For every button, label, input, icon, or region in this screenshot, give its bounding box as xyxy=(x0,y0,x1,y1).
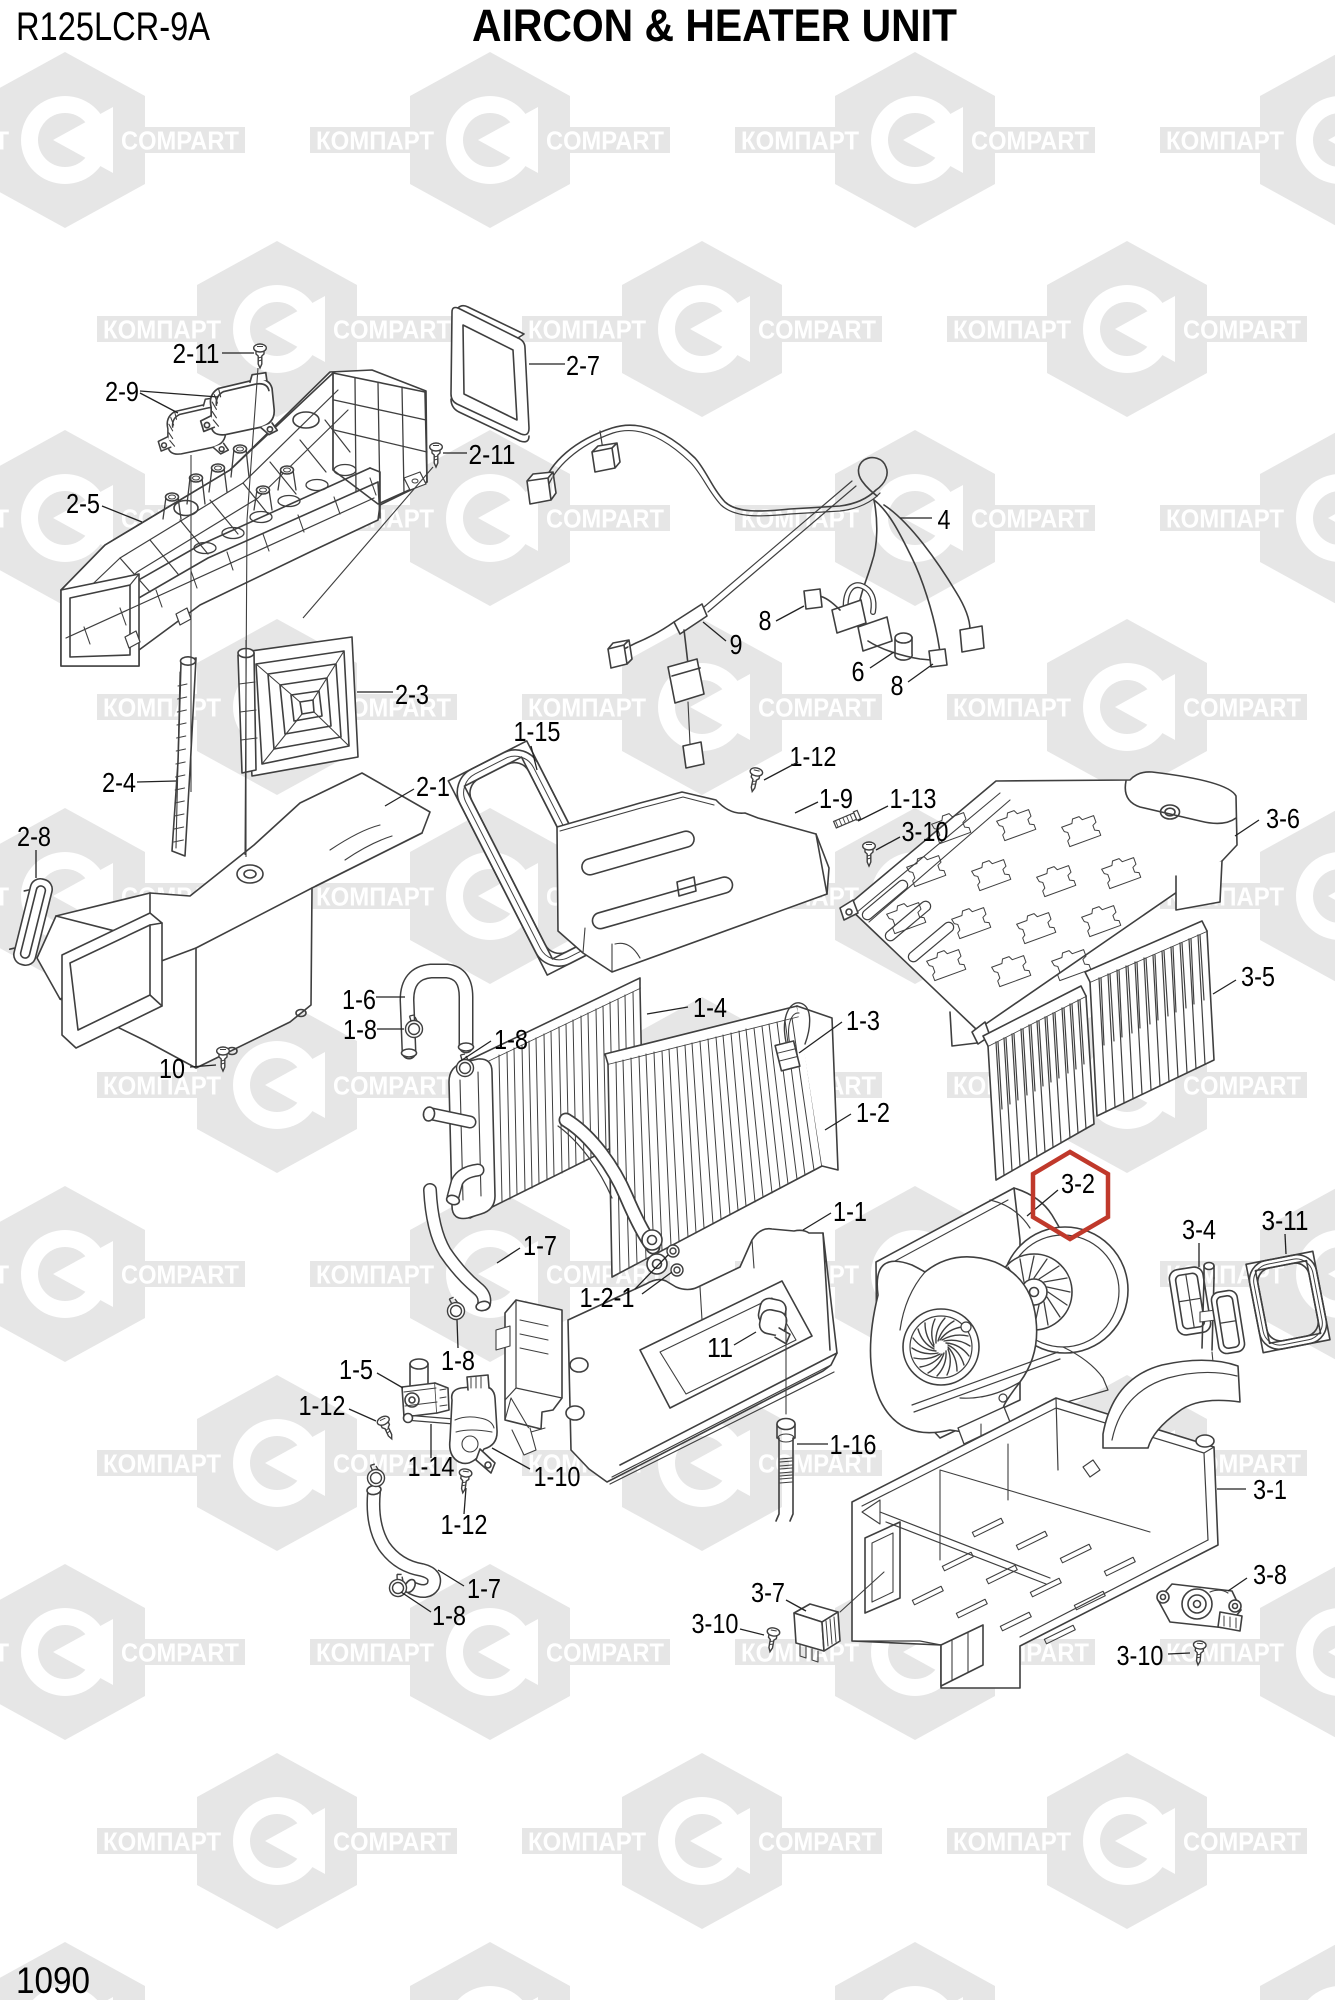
svg-text:2-11: 2-11 xyxy=(173,338,220,369)
svg-text:3-2: 3-2 xyxy=(1061,1168,1095,1199)
svg-text:1-4: 1-4 xyxy=(693,992,727,1023)
svg-text:1-12: 1-12 xyxy=(441,1509,488,1540)
svg-text:3-4: 3-4 xyxy=(1182,1214,1216,1245)
svg-text:8: 8 xyxy=(891,670,904,701)
svg-text:8: 8 xyxy=(759,605,772,636)
svg-text:1-15: 1-15 xyxy=(514,716,561,747)
svg-text:1-6: 1-6 xyxy=(342,984,376,1015)
svg-text:2-11: 2-11 xyxy=(469,439,516,470)
svg-text:3-10: 3-10 xyxy=(692,1608,739,1639)
svg-text:1090: 1090 xyxy=(16,1960,90,2000)
svg-text:2-5: 2-5 xyxy=(66,488,100,519)
svg-text:1-2-1: 1-2-1 xyxy=(580,1282,635,1313)
svg-text:R125LCR-9A: R125LCR-9A xyxy=(16,5,210,49)
svg-text:3-10: 3-10 xyxy=(902,816,949,847)
svg-text:1-16: 1-16 xyxy=(830,1429,877,1460)
svg-text:1-3: 1-3 xyxy=(846,1005,880,1036)
svg-text:2-3: 2-3 xyxy=(395,679,429,710)
svg-text:2-4: 2-4 xyxy=(102,767,136,798)
svg-text:1-1: 1-1 xyxy=(833,1196,867,1227)
svg-text:6: 6 xyxy=(852,656,865,687)
svg-text:3-6: 3-6 xyxy=(1266,803,1300,834)
svg-text:AIRCON & HEATER UNIT: AIRCON & HEATER UNIT xyxy=(472,0,957,51)
svg-text:4: 4 xyxy=(938,504,951,535)
svg-text:1-10: 1-10 xyxy=(534,1461,581,1492)
svg-text:3-7: 3-7 xyxy=(751,1577,785,1608)
svg-text:1-8: 1-8 xyxy=(494,1024,528,1055)
svg-text:1-9: 1-9 xyxy=(819,783,853,814)
svg-text:1-8: 1-8 xyxy=(432,1600,466,1631)
svg-text:1-5: 1-5 xyxy=(339,1354,373,1385)
svg-text:1-12: 1-12 xyxy=(790,741,837,772)
svg-text:1-13: 1-13 xyxy=(890,783,937,814)
svg-text:2-8: 2-8 xyxy=(17,821,51,852)
svg-text:1-7: 1-7 xyxy=(523,1230,557,1261)
svg-text:2-1: 2-1 xyxy=(416,771,450,802)
svg-text:1-12: 1-12 xyxy=(299,1390,346,1421)
svg-text:3-8: 3-8 xyxy=(1253,1559,1287,1590)
svg-text:3-10: 3-10 xyxy=(1117,1640,1164,1671)
svg-text:1-7: 1-7 xyxy=(467,1573,501,1604)
svg-text:3-11: 3-11 xyxy=(1262,1205,1309,1236)
svg-text:2-9: 2-9 xyxy=(105,376,139,407)
svg-text:9: 9 xyxy=(730,629,743,660)
svg-text:10: 10 xyxy=(159,1053,185,1084)
svg-text:1-8: 1-8 xyxy=(343,1014,377,1045)
svg-text:1-8: 1-8 xyxy=(441,1345,475,1376)
svg-text:3-1: 3-1 xyxy=(1253,1474,1287,1505)
svg-text:1-2: 1-2 xyxy=(856,1097,890,1128)
svg-text:2-7: 2-7 xyxy=(566,350,600,381)
svg-text:11: 11 xyxy=(707,1332,733,1363)
svg-text:3-5: 3-5 xyxy=(1241,961,1275,992)
